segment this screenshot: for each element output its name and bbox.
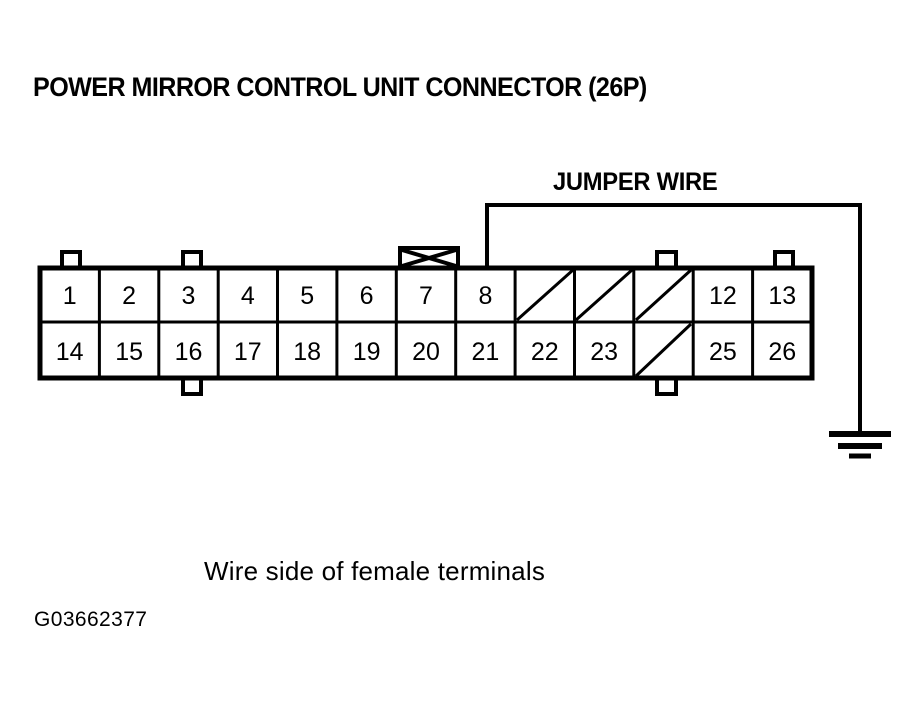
pin-label-17: 17 — [234, 338, 262, 366]
column-dividers — [97, 268, 755, 378]
pin-label-25: 25 — [709, 338, 737, 366]
tab-top-col-7-crossed — [398, 246, 460, 270]
blank-slash-top-col-9 — [516, 268, 574, 322]
connector-tabs-top — [60, 246, 795, 270]
ground-symbol — [829, 431, 891, 459]
pin-numbers-top-row: 1 2 3 4 5 6 7 8 12 13 — [63, 282, 796, 310]
diagram-caption: Wire side of female terminals — [204, 556, 546, 586]
pin-label-20: 20 — [412, 338, 440, 366]
pin-label-3: 3 — [182, 282, 196, 310]
blank-cell-slashes — [516, 268, 693, 378]
blank-slash-bottom-col-11 — [634, 322, 693, 378]
pin-label-12: 12 — [709, 282, 737, 310]
blank-slash-top-col-11 — [634, 268, 693, 322]
pin-label-22: 22 — [531, 338, 559, 366]
pin-label-7: 7 — [419, 282, 433, 310]
pin-label-13: 13 — [768, 282, 796, 310]
pin-label-6: 6 — [360, 282, 374, 310]
pin-label-23: 23 — [590, 338, 618, 366]
jumper-wire-path — [485, 203, 862, 434]
blank-slash-top-col-10 — [575, 268, 633, 322]
jumper-wire-label: JUMPER WIRE — [553, 168, 718, 196]
pin-label-14: 14 — [56, 338, 84, 366]
pin-label-8: 8 — [478, 282, 492, 310]
pin-label-21: 21 — [471, 338, 499, 366]
pin-label-5: 5 — [300, 282, 314, 310]
pin-label-15: 15 — [115, 338, 143, 366]
pin-label-18: 18 — [293, 338, 321, 366]
pin-label-16: 16 — [175, 338, 203, 366]
pin-label-1: 1 — [63, 282, 77, 310]
pin-label-26: 26 — [768, 338, 796, 366]
pin-label-4: 4 — [241, 282, 255, 310]
pin-numbers-bottom-row: 14 15 16 17 18 19 20 21 22 23 25 26 — [56, 338, 796, 366]
page-title: POWER MIRROR CONTROL UNIT CONNECTOR (26P… — [33, 72, 647, 102]
image-id-label: G03662377 — [34, 608, 148, 631]
pin-label-2: 2 — [122, 282, 136, 310]
pin-label-19: 19 — [353, 338, 381, 366]
